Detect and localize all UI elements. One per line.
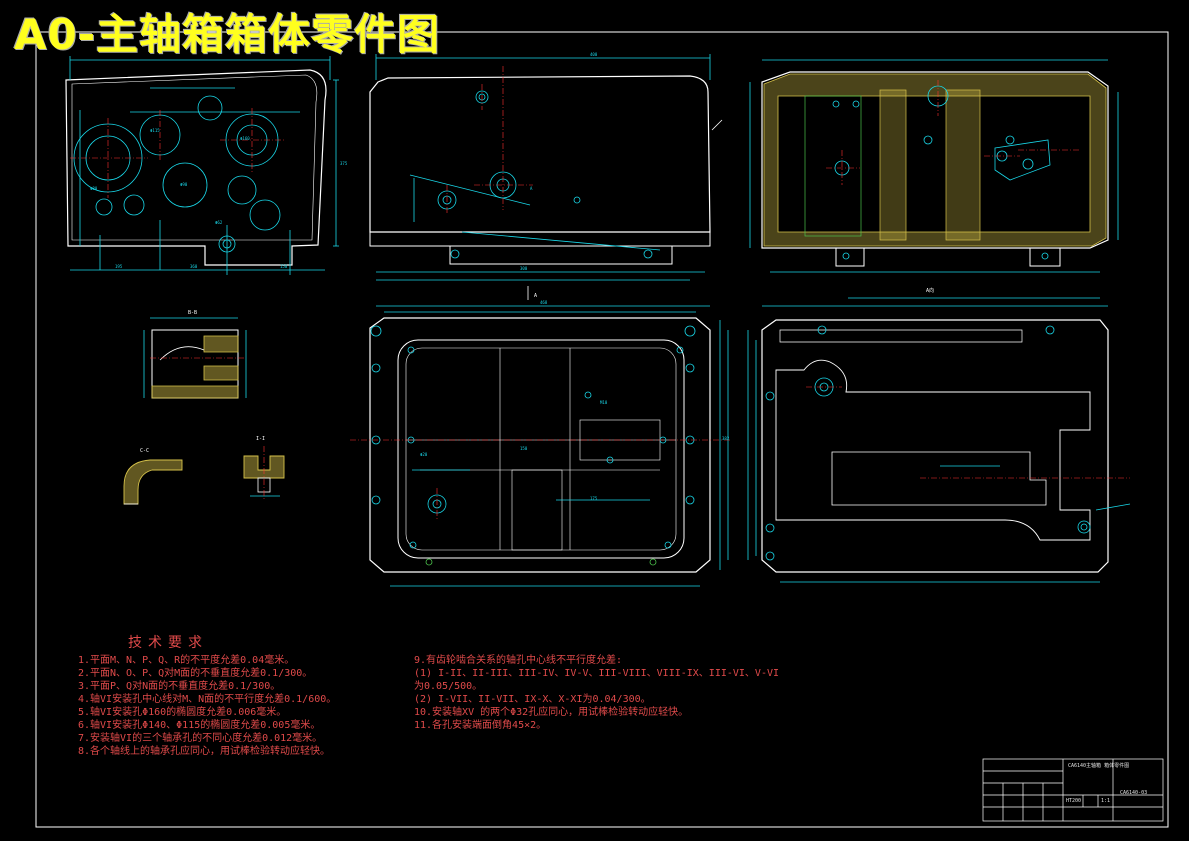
- section-b-b: B-B: [143, 310, 247, 399]
- svg-text:A: A: [534, 293, 537, 299]
- tech-requirements-right: 9.有齿轮啮合关系的轴孔中心线不平行度允差: (1) I-II、II-III、II…: [414, 654, 779, 732]
- tech-requirements-heading: 技术要求: [128, 635, 208, 651]
- top-view: 468 382 150 175 Φ20 M10: [350, 300, 730, 587]
- section-c-c: C-C: [123, 448, 183, 505]
- drawing-title: A0-主轴箱箱体零件图: [14, 10, 441, 59]
- svg-text:400: 400: [590, 52, 598, 57]
- svg-text:150: 150: [520, 446, 528, 451]
- tech-requirement-line: 5.轴VI安装孔Φ160的椭圆度允差0.006毫米。: [78, 707, 287, 718]
- tech-requirement-line: 2.平面N、O、P、Q对M面的不垂直度允差0.1/300。: [78, 668, 313, 679]
- svg-text:175: 175: [590, 496, 598, 501]
- svg-text:M10: M10: [600, 400, 608, 405]
- tech-requirement-line: (2) I-VII、II-VII、IX-X、X-XI为0.04/300。: [414, 694, 651, 705]
- tech-requirement-line: 4.轴VI安装孔中心线对M、N面的不平行度允差0.1/600。: [78, 694, 337, 705]
- tech-requirements-left: 1.平面M、N、P、Q、R的不平度允差0.04毫米。 2.平面N、O、P、Q对M面…: [78, 654, 336, 758]
- tech-requirement-line: 3.平面P、Q对N面的不垂直度允差0.1/300。: [78, 681, 281, 692]
- title-block: [982, 758, 1164, 822]
- title-block-scale: 1:1: [1101, 798, 1111, 804]
- svg-text:375: 375: [340, 161, 348, 166]
- section-label-b-b: B-B: [188, 310, 197, 316]
- section-label-i-i: I-I: [256, 436, 265, 442]
- svg-text:360: 360: [190, 264, 198, 269]
- svg-text:Φ80: Φ80: [90, 186, 98, 191]
- tech-requirement-line: 7.安装轴VI的三个轴承孔的不同心度允差0.012毫米。: [78, 733, 323, 744]
- title-block-material: HT200: [1066, 798, 1082, 804]
- section-view: [749, 59, 1119, 273]
- tech-requirement-line: (1) I-II、II-III、III-IV、IV-V、III-VIII、VII…: [414, 668, 780, 679]
- svg-text:150: 150: [280, 264, 288, 269]
- tech-requirement-line: 11.各孔安装端面倒角45×2。: [414, 720, 547, 731]
- view-label-a: A向: [926, 287, 934, 294]
- tech-requirement-line: 8.各个轴线上的轴承孔应同心，用试棒检验转动应轻快。: [78, 746, 331, 757]
- title-block-name: CA6140主轴箱 箱体零件图: [1068, 763, 1130, 769]
- tech-requirement-line: 9.有齿轮啮合关系的轴孔中心线不平行度允差:: [414, 655, 623, 666]
- svg-text:Φ62: Φ62: [215, 220, 223, 225]
- a-view: A向: [747, 287, 1131, 583]
- title-block-drawing-no: CA6140-03: [1120, 790, 1148, 796]
- svg-text:Φ160: Φ160: [240, 136, 250, 141]
- svg-text:468: 468: [540, 300, 548, 305]
- svg-text:382: 382: [722, 436, 730, 441]
- drawing-frame: [35, 31, 1169, 828]
- tech-requirement-line: 为0.05/500。: [414, 681, 483, 692]
- svg-text:Φ90: Φ90: [180, 182, 188, 187]
- svg-text:300: 300: [520, 266, 528, 271]
- tech-requirement-line: 10.安装轴XV 的两个Φ32孔应同心，用试棒检验转动应轻快。: [414, 707, 689, 718]
- svg-text:Φ115: Φ115: [150, 128, 160, 133]
- svg-text:Φ20: Φ20: [420, 452, 428, 457]
- section-label-c-c: C-C: [140, 448, 149, 454]
- section-i-i: I-I: [243, 436, 285, 500]
- svg-text:195: 195: [115, 264, 123, 269]
- tech-requirement-line: 6.轴VI安装孔Φ140、Φ115的椭圆度允差0.005毫米。: [78, 720, 321, 731]
- svg-text:A: A: [530, 186, 533, 191]
- tech-requirement-line: 1.平面M、N、P、Q、R的不平度允差0.04毫米。: [78, 655, 295, 666]
